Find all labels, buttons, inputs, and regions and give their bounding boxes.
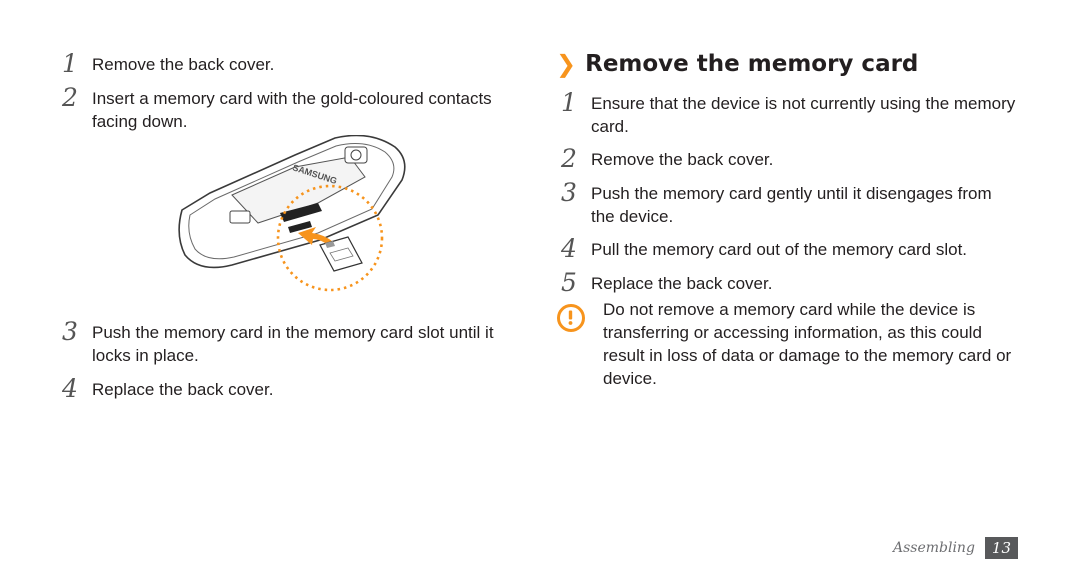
step-text: Replace the back cover. xyxy=(591,274,773,293)
step-number: 4 xyxy=(62,374,78,403)
step-text: Remove the back cover. xyxy=(92,55,275,74)
right-step-2: 2 Remove the back cover. xyxy=(561,144,1016,173)
phone-inner-rim xyxy=(188,143,395,260)
zoom-circle xyxy=(276,184,384,292)
right-step-4: 4 Pull the memory card out of the memory… xyxy=(561,234,1016,263)
speaker-icon xyxy=(229,210,251,224)
left-step-2: 2 Insert a memory card with the gold-col… xyxy=(62,83,522,133)
phone-back-memory-card-illustration: SAMSUNG xyxy=(178,135,406,292)
step-number: 2 xyxy=(62,83,78,112)
page-number: 13 xyxy=(984,537,1018,559)
step-number: 3 xyxy=(62,317,78,346)
step-text: Push the memory card gently until it dis… xyxy=(591,184,992,226)
right-step-1: 1 Ensure that the device is not currentl… xyxy=(561,88,1016,138)
footer-section-name: Assembling xyxy=(892,540,975,556)
section-title: Remove the memory card xyxy=(585,51,919,77)
chevron-right-icon: ❯ xyxy=(556,50,576,78)
memory-card-slot xyxy=(280,203,322,222)
left-step-3: 3 Push the memory card in the memory car… xyxy=(62,317,522,367)
camera-icon xyxy=(344,146,368,164)
caution-icon xyxy=(557,304,585,332)
step-text: Remove the back cover. xyxy=(591,150,774,169)
step-text: Ensure that the device is not currently … xyxy=(591,94,1016,136)
right-step-5: 5 Replace the back cover. xyxy=(561,268,1016,297)
right-step-3: 3 Push the memory card gently until it d… xyxy=(561,178,1016,228)
battery-compartment xyxy=(231,156,366,224)
step-number: 2 xyxy=(561,144,577,173)
step-number: 1 xyxy=(62,49,78,78)
step-number: 1 xyxy=(561,88,577,117)
step-text: Insert a memory card with the gold-colou… xyxy=(92,89,492,131)
caution-note: Do not remove a memory card while the de… xyxy=(557,298,1013,390)
step-number: 4 xyxy=(561,234,577,263)
step-number: 5 xyxy=(561,268,577,297)
left-step-1: 1 Remove the back cover. xyxy=(62,49,522,78)
section-heading: ❯ Remove the memory card xyxy=(556,50,918,78)
step-text: Pull the memory card out of the memory c… xyxy=(591,240,968,259)
page-footer: Assembling 13 xyxy=(893,537,1018,559)
caution-text: Do not remove a memory card while the de… xyxy=(603,300,1012,388)
step-text: Replace the back cover. xyxy=(92,380,274,399)
step-text: Push the memory card in the memory card … xyxy=(92,323,494,365)
left-step-4: 4 Replace the back cover. xyxy=(62,374,522,403)
step-number: 3 xyxy=(561,178,577,207)
